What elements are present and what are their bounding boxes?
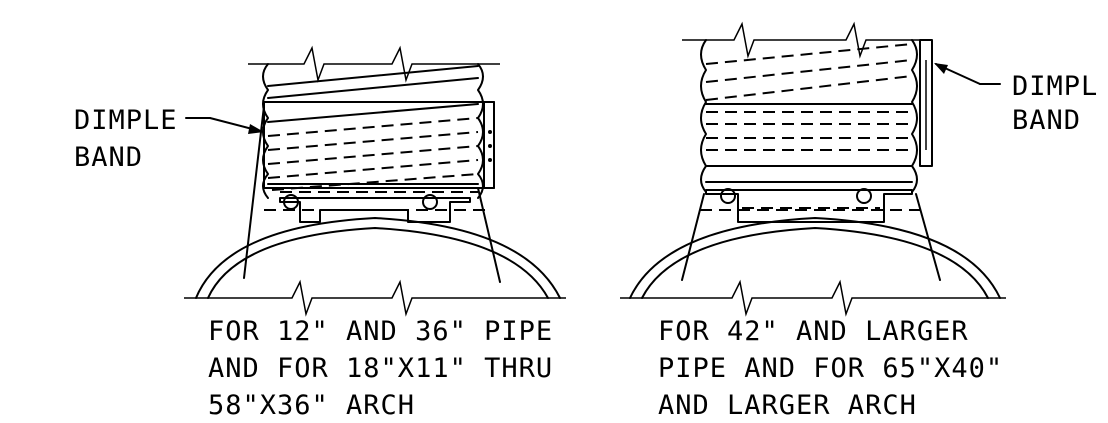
right-band-label: BAND <box>1012 105 1081 136</box>
right-bottom-break-line <box>620 279 1006 317</box>
left-pipe-wall-right <box>477 63 484 199</box>
left-band-bolt <box>488 158 492 162</box>
right-detail: DIMPL BAND FOR 42" AND LARGER PIPE AND F… <box>620 21 1098 421</box>
right-caption-line-3: AND LARGER ARCH <box>658 390 917 421</box>
left-dimple-band <box>263 101 485 189</box>
left-detail: DIMPLE BAND FOR 12" AND 36" PIPE AND FOR… <box>74 45 566 421</box>
left-main-pipe-arc-outer <box>195 217 561 299</box>
right-leader-arrowhead <box>934 63 948 74</box>
right-caption-line-2: PIPE AND FOR 65"X40" <box>658 353 1003 384</box>
left-dimple-label: DIMPLE <box>74 105 178 136</box>
right-gasket-circle <box>856 188 872 204</box>
left-gasket-circle <box>283 194 299 210</box>
left-bottom-break-line <box>184 279 566 317</box>
left-caption-line-2: AND FOR 18"X11" THRU <box>208 353 553 384</box>
left-saddle <box>279 197 471 223</box>
right-dimple-band <box>919 39 933 167</box>
left-leader-arrowhead <box>248 124 264 134</box>
right-main-pipe-arc-outer <box>629 217 1001 299</box>
right-top-break-line <box>682 21 928 59</box>
right-main-pipe-arc-inner <box>641 227 989 299</box>
left-caption-line-3: 58"X36" ARCH <box>208 390 415 421</box>
left-gasket-circle <box>422 194 438 210</box>
left-band-bolt <box>488 144 492 148</box>
left-band-bolt <box>488 130 492 134</box>
right-pipe-wall-left <box>700 39 707 193</box>
right-pipe-wall-right <box>911 39 918 193</box>
right-saddle <box>705 189 913 223</box>
left-band-label: BAND <box>74 142 143 173</box>
left-main-pipe-arc-inner <box>207 227 549 299</box>
right-caption-line-1: FOR 42" AND LARGER <box>658 316 969 347</box>
right-dimple-label: DIMPL <box>1012 71 1098 102</box>
left-caption-line-1: FOR 12" AND 36" PIPE <box>208 316 553 347</box>
right-gasket-circle <box>720 188 736 204</box>
